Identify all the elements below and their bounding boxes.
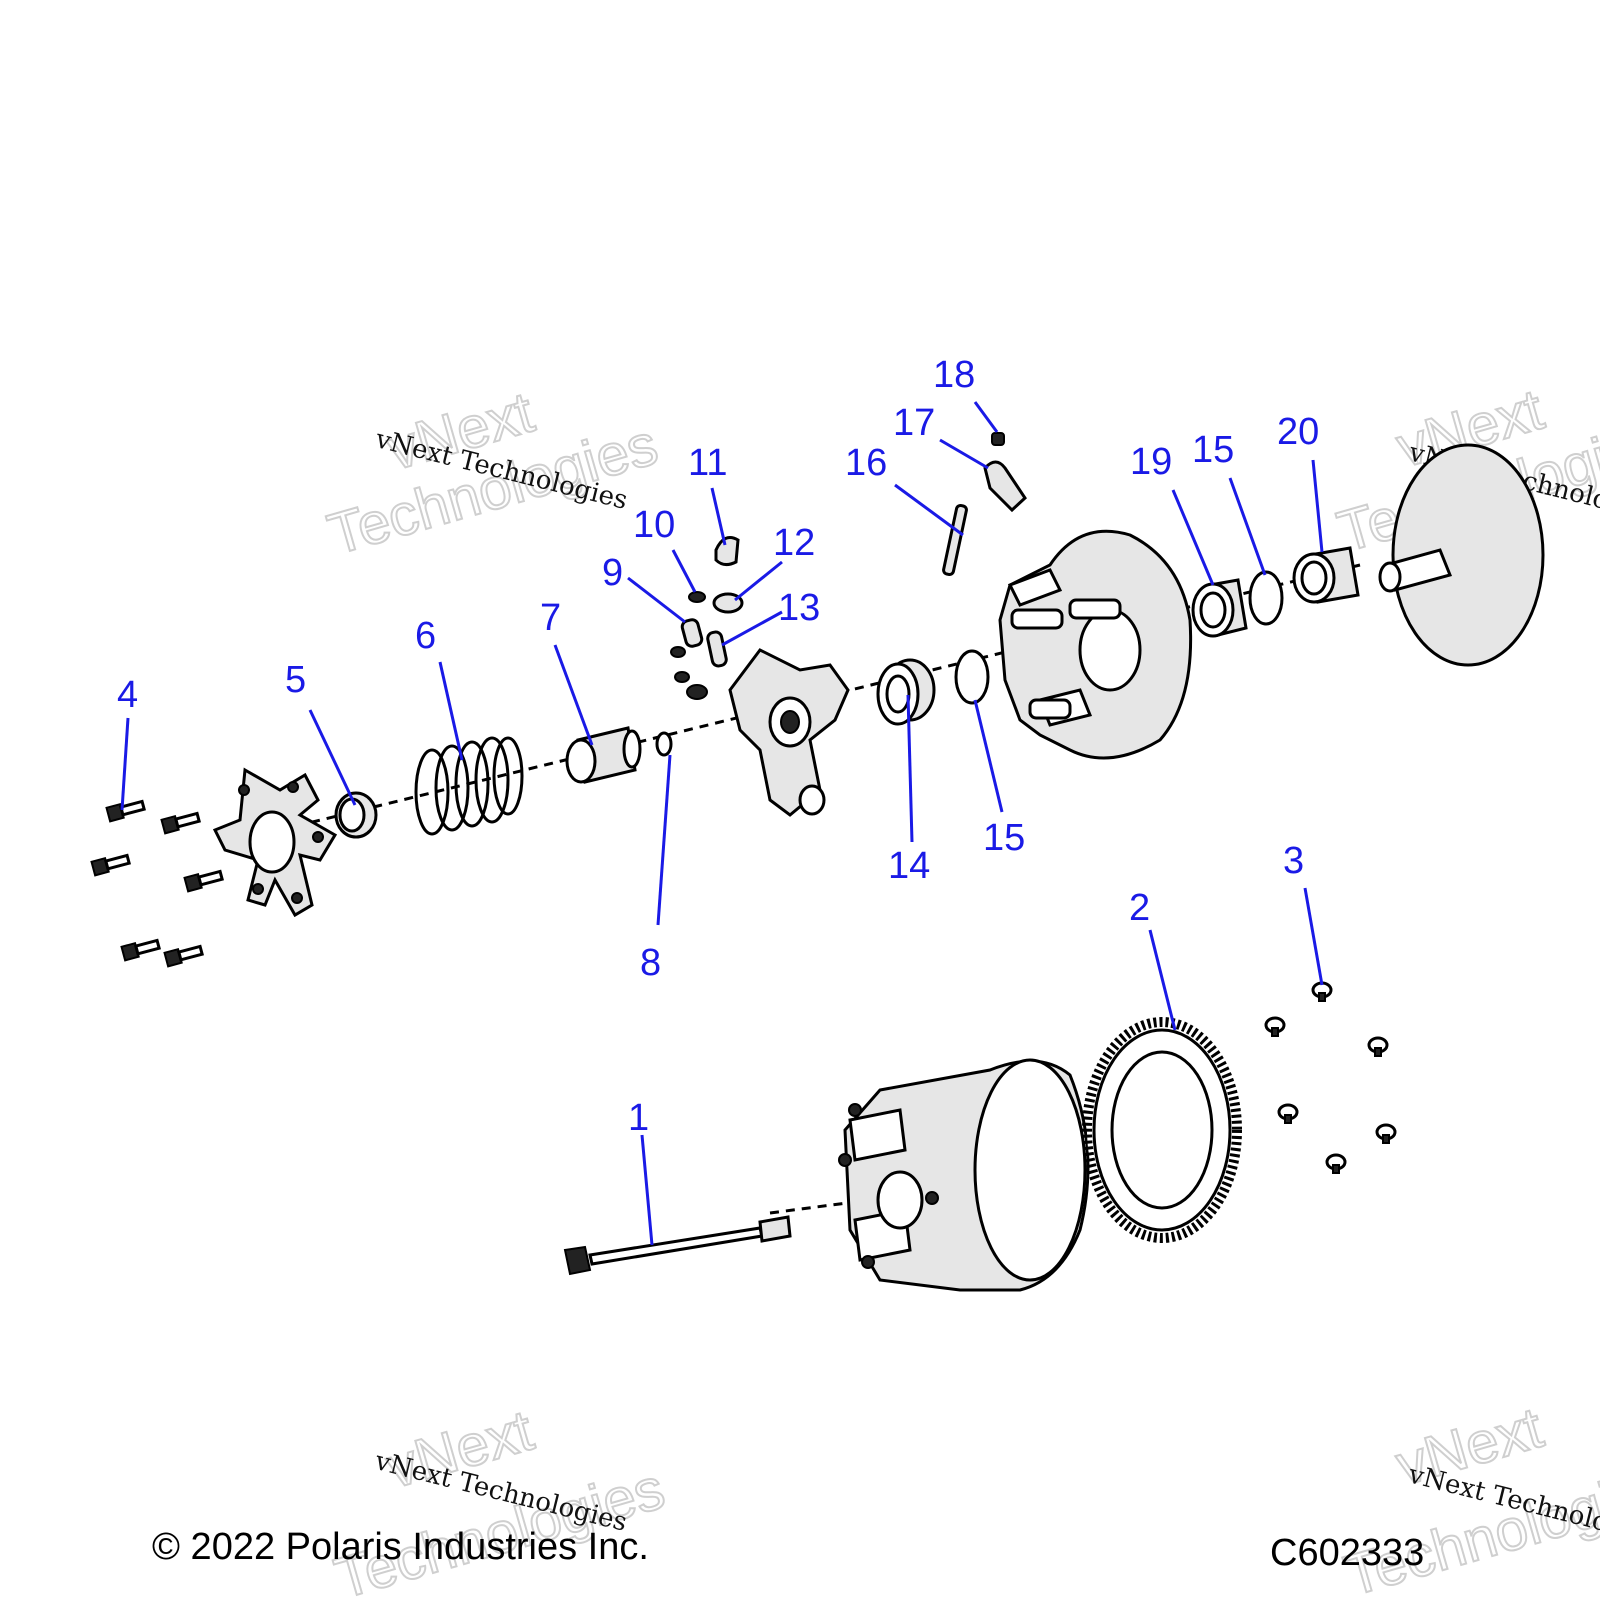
callout-15b: 15 [1192, 429, 1234, 471]
callout-2: 2 [1129, 887, 1150, 929]
callout-8: 8 [640, 942, 661, 984]
callout-19: 19 [1130, 441, 1172, 483]
callout-4: 4 [117, 674, 138, 716]
callout-14: 14 [888, 845, 930, 887]
spider-plate [212, 767, 338, 918]
leader-lines [120, 401, 1324, 1246]
bolts-part-4 [90, 799, 224, 968]
leader-12 [734, 560, 783, 602]
callout-17: 17 [893, 402, 935, 444]
weight-part-17 [983, 460, 1027, 513]
callout-12: 12 [773, 522, 815, 564]
leader-1 [640, 1134, 654, 1246]
callout-10: 10 [633, 504, 675, 546]
callout-5: 5 [285, 659, 306, 701]
callout-20: 20 [1277, 411, 1319, 453]
callout-9: 9 [602, 552, 623, 594]
callout-11: 11 [688, 442, 727, 484]
leader-16 [894, 483, 964, 537]
callout-16: 16 [845, 442, 887, 484]
snap-ring-part-15a [954, 649, 990, 705]
drawing-number: C602333 [1270, 1532, 1425, 1574]
copyright-notice: © 2022 Polaris Industries Inc. [152, 1526, 649, 1568]
leader-14 [906, 694, 914, 843]
stationary-sheave [1378, 443, 1545, 667]
leader-17 [939, 438, 989, 470]
nut-part-18 [991, 432, 1005, 446]
bearing-part-14 [876, 658, 936, 726]
leader-20 [1311, 459, 1324, 553]
screws-part-3 [1264, 981, 1397, 1174]
leader-2 [1148, 929, 1177, 1031]
pin-part-16 [942, 503, 968, 577]
leader-6 [438, 661, 464, 761]
leader-13 [721, 610, 783, 647]
callout-6: 6 [415, 615, 436, 657]
ring-gear-part-2 [1082, 1017, 1242, 1243]
leader-3 [1303, 887, 1324, 986]
bushing-part-5 [334, 791, 378, 839]
callout-3: 3 [1283, 840, 1304, 882]
leader-15b [1228, 477, 1267, 576]
leader-10 [671, 549, 697, 593]
leader-18 [973, 401, 999, 433]
callout-15a: 15 [983, 817, 1025, 859]
sleeve-part-7 [565, 726, 642, 784]
callout-1: 1 [628, 1097, 649, 1139]
moveable-sheave [998, 529, 1193, 760]
leader-19 [1171, 489, 1215, 586]
callout-18: 18 [933, 354, 975, 396]
roller-arm-assembly [728, 648, 850, 817]
spring-part-6 [414, 736, 524, 836]
callout-7: 7 [540, 597, 561, 639]
callout-labels: 1 2 3 4 5 6 7 8 9 10 11 12 13 14 15 15 1… [117, 354, 1319, 1139]
callout-13: 13 [778, 587, 820, 629]
leader-11 [710, 487, 727, 546]
snap-ring-part-15b [1248, 570, 1284, 626]
bolt-part-1 [563, 1215, 792, 1276]
leader-7 [553, 644, 594, 746]
leader-8 [656, 754, 672, 926]
assembled-clutch [838, 1058, 1090, 1292]
leader-9 [627, 576, 686, 624]
bushing-part-20 [1292, 546, 1360, 604]
bushing-part-19 [1191, 578, 1248, 638]
ring-part-8 [655, 731, 673, 757]
leader-4 [120, 717, 130, 811]
leader-15a [973, 699, 1004, 813]
leader-5 [308, 709, 357, 806]
